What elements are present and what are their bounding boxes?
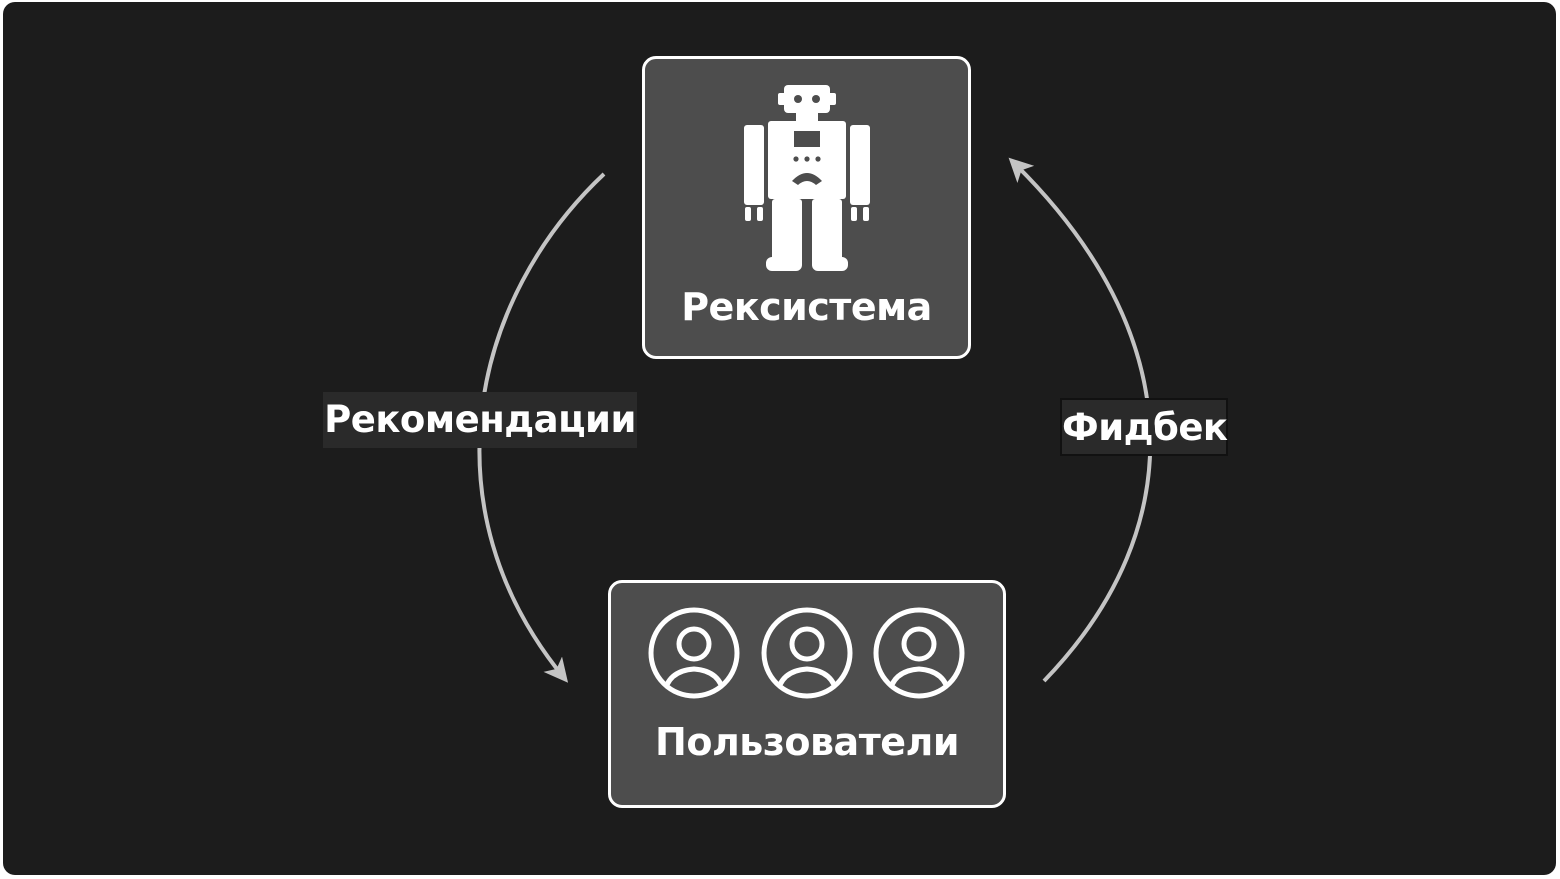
user-avatar-icon — [648, 607, 740, 699]
diagram-canvas: Рексистема — [3, 2, 1556, 875]
robot-icon — [744, 85, 870, 271]
users-label: Пользователи — [655, 720, 959, 764]
recommendations-edge-label: Рекомендации — [323, 392, 637, 448]
users-node: Пользователи — [608, 580, 1006, 808]
recsystem-label: Рексистема — [681, 285, 932, 329]
user-avatar-icon — [873, 607, 965, 699]
users-icon-group — [648, 607, 965, 699]
user-avatar-icon — [761, 607, 853, 699]
feedback-edge-label: Фидбек — [1060, 398, 1228, 456]
recsystem-node: Рексистема — [642, 56, 971, 359]
